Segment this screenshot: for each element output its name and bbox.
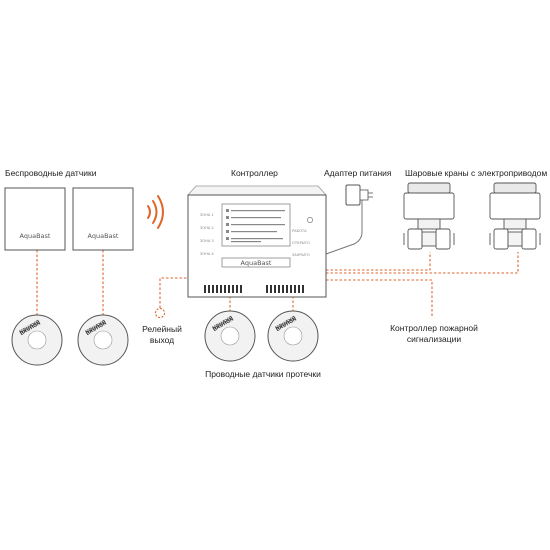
ball-valve-2 xyxy=(489,182,541,250)
label-ball-valves: Шаровые краны с электроприводом xyxy=(405,168,548,178)
svg-text:ЗАКРЫТО: ЗАКРЫТО xyxy=(292,253,310,257)
wireless-leak-sensor-1: BASTION BASTION xyxy=(11,314,63,366)
power-adapter xyxy=(345,184,373,206)
label-fire-controller-line1: Контроллер пожарной xyxy=(390,323,478,333)
label-power-adapter: Адаптер питания xyxy=(324,168,392,178)
label-wireless-sensors: Беспроводные датчики xyxy=(5,168,97,178)
controller-legend xyxy=(226,209,285,243)
svg-text:ЗОНА 2: ЗОНА 2 xyxy=(200,226,214,230)
svg-text:ЗОНА 1: ЗОНА 1 xyxy=(200,213,214,217)
zone-labels: ЗОНА 1 ЗОНА 2 ЗОНА 3 ЗОНА 4 xyxy=(200,213,214,256)
wireless-leak-sensor-2: BASTION BASTION xyxy=(77,314,129,366)
svg-text:AquaBast: AquaBast xyxy=(20,232,51,240)
svg-text:AquaBast: AquaBast xyxy=(88,232,119,240)
wireless-sensor-1: AquaBast xyxy=(4,187,66,251)
controller-device: ЗОНА 1 ЗОНА 2 ЗОНА 3 ЗОНА 4 РАБОТА ОТКРЫ… xyxy=(187,185,327,298)
wiring xyxy=(36,250,519,318)
wireless-sensor-2: AquaBast xyxy=(72,187,134,251)
wire-valve-2 xyxy=(326,252,519,274)
svg-text:ОТКРЫТО: ОТКРЫТО xyxy=(292,241,310,245)
wired-leak-sensor-2: BASTION BASTION xyxy=(267,310,319,362)
svg-text:РАБОТА: РАБОТА xyxy=(292,229,307,233)
ball-valve-1 xyxy=(403,182,455,250)
svg-text:ЗОНА 3: ЗОНА 3 xyxy=(200,239,214,243)
wire-fire-controller xyxy=(326,279,433,316)
power-button-icon xyxy=(307,217,313,223)
terminal-blocks xyxy=(204,285,304,293)
power-cable xyxy=(325,200,363,255)
wired-leak-sensor-1: BASTION BASTION xyxy=(204,310,256,362)
label-fire-controller-line2: сигнализации xyxy=(406,334,462,344)
status-labels: РАБОТА ОТКРЫТО ЗАКРЫТО xyxy=(292,229,310,257)
label-controller: Контроллер xyxy=(231,168,278,178)
label-fire-controller: Контроллер пожарной сигнализации xyxy=(384,323,484,345)
label-wired-sensors: Проводные датчики протечки xyxy=(205,369,321,379)
relay-terminal xyxy=(154,307,166,319)
wire-valve-1 xyxy=(326,252,431,271)
wire-relay-output xyxy=(159,277,190,308)
label-relay-output-line2: выход xyxy=(149,335,175,345)
svg-text:ЗОНА 4: ЗОНА 4 xyxy=(200,252,214,256)
label-relay-output: Релейный выход xyxy=(136,324,188,346)
svg-text:AquaBast: AquaBast xyxy=(241,259,272,267)
wireless-signal-icon xyxy=(147,195,164,229)
label-relay-output-line1: Релейный xyxy=(142,324,182,334)
